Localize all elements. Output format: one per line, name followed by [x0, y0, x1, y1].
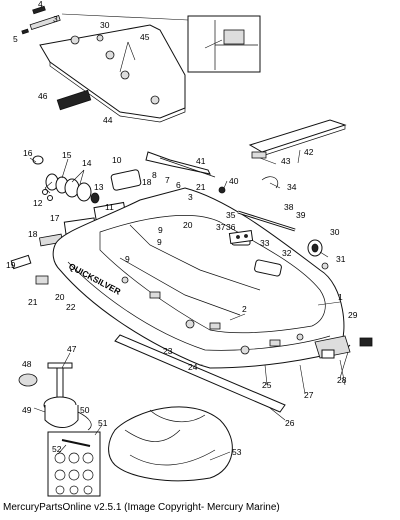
svg-text:51: 51 — [98, 418, 108, 428]
svg-text:20: 20 — [55, 292, 65, 302]
svg-text:48: 48 — [22, 359, 32, 369]
svg-text:20: 20 — [183, 220, 193, 230]
svg-text:45: 45 — [140, 32, 150, 42]
oarlock-parts[interactable] — [218, 176, 329, 270]
svg-text:44: 44 — [103, 115, 113, 125]
svg-text:17: 17 — [50, 213, 60, 223]
svg-text:4: 4 — [38, 0, 43, 9]
svg-text:30: 30 — [100, 20, 110, 30]
svg-text:7: 7 — [165, 175, 170, 185]
svg-text:22: 22 — [66, 302, 76, 312]
callouts: 1 2 3 3 4 5 6 7 8 9 9 9 10 11 12 13 14 1… — [6, 0, 358, 457]
svg-text:2: 2 — [242, 304, 247, 314]
svg-text:10: 10 — [112, 155, 122, 165]
pump[interactable] — [18, 362, 92, 431]
svg-text:16: 16 — [23, 148, 33, 158]
svg-text:27: 27 — [304, 390, 314, 400]
svg-text:37: 37 — [216, 222, 226, 232]
svg-text:5: 5 — [13, 34, 18, 44]
svg-text:19: 19 — [6, 260, 16, 270]
svg-text:41: 41 — [196, 156, 206, 166]
svg-text:42: 42 — [304, 147, 314, 157]
svg-text:1: 1 — [338, 292, 343, 302]
floor-rods[interactable] — [21, 5, 61, 35]
keel-strip[interactable] — [114, 334, 286, 413]
svg-text:9: 9 — [157, 237, 162, 247]
oar[interactable] — [145, 151, 216, 178]
svg-text:36: 36 — [226, 222, 236, 232]
svg-text:6: 6 — [176, 180, 181, 190]
svg-text:24: 24 — [188, 362, 198, 372]
svg-text:49: 49 — [22, 405, 32, 415]
svg-text:46: 46 — [38, 91, 48, 101]
pouch[interactable] — [110, 169, 142, 191]
svg-text:15: 15 — [62, 150, 72, 160]
svg-text:8: 8 — [152, 170, 157, 180]
svg-text:26: 26 — [285, 418, 295, 428]
svg-text:12: 12 — [33, 198, 43, 208]
svg-text:29: 29 — [348, 310, 358, 320]
svg-text:39: 39 — [296, 210, 306, 220]
svg-text:31: 31 — [336, 254, 346, 264]
exploded-parts-diagram: QUICKSILVER 1 2 3 3 — [6, 0, 373, 497]
svg-text:18: 18 — [142, 177, 152, 187]
svg-text:40: 40 — [229, 176, 239, 186]
svg-text:47: 47 — [67, 344, 77, 354]
svg-text:35: 35 — [226, 210, 236, 220]
footer-copyright: MercuryPartsOnline v2.5.1 (Image Copyrig… — [3, 502, 280, 513]
svg-text:53: 53 — [232, 447, 242, 457]
svg-text:33: 33 — [260, 238, 270, 248]
svg-text:11: 11 — [105, 202, 114, 212]
svg-text:3: 3 — [188, 192, 193, 202]
svg-text:43: 43 — [281, 156, 291, 166]
svg-text:28: 28 — [337, 375, 347, 385]
carry-bag[interactable] — [108, 406, 233, 482]
inflatable-boat-hull[interactable] — [52, 187, 373, 369]
floor-board[interactable] — [39, 24, 186, 123]
svg-text:50: 50 — [80, 405, 90, 415]
svg-text:52: 52 — [52, 444, 62, 454]
repair-kit[interactable] — [47, 431, 101, 497]
bracket-33[interactable] — [228, 229, 254, 245]
svg-text:9: 9 — [125, 254, 130, 264]
svg-text:9: 9 — [158, 225, 163, 235]
svg-text:21: 21 — [196, 182, 206, 192]
svg-text:21: 21 — [28, 297, 38, 307]
seat[interactable] — [248, 119, 347, 159]
detail-inset — [61, 13, 261, 73]
leader-lines — [29, 41, 349, 461]
svg-text:30: 30 — [330, 227, 340, 237]
svg-text:32: 32 — [282, 248, 292, 258]
svg-text:23: 23 — [163, 346, 173, 356]
svg-text:14: 14 — [82, 158, 92, 168]
floor-strip[interactable] — [56, 89, 92, 111]
svg-text:3: 3 — [53, 14, 58, 24]
svg-text:18: 18 — [28, 229, 38, 239]
handle[interactable] — [10, 254, 32, 270]
svg-text:13: 13 — [94, 182, 104, 192]
svg-text:38: 38 — [284, 202, 294, 212]
oarlock-small[interactable] — [35, 275, 49, 285]
svg-text:34: 34 — [287, 182, 297, 192]
